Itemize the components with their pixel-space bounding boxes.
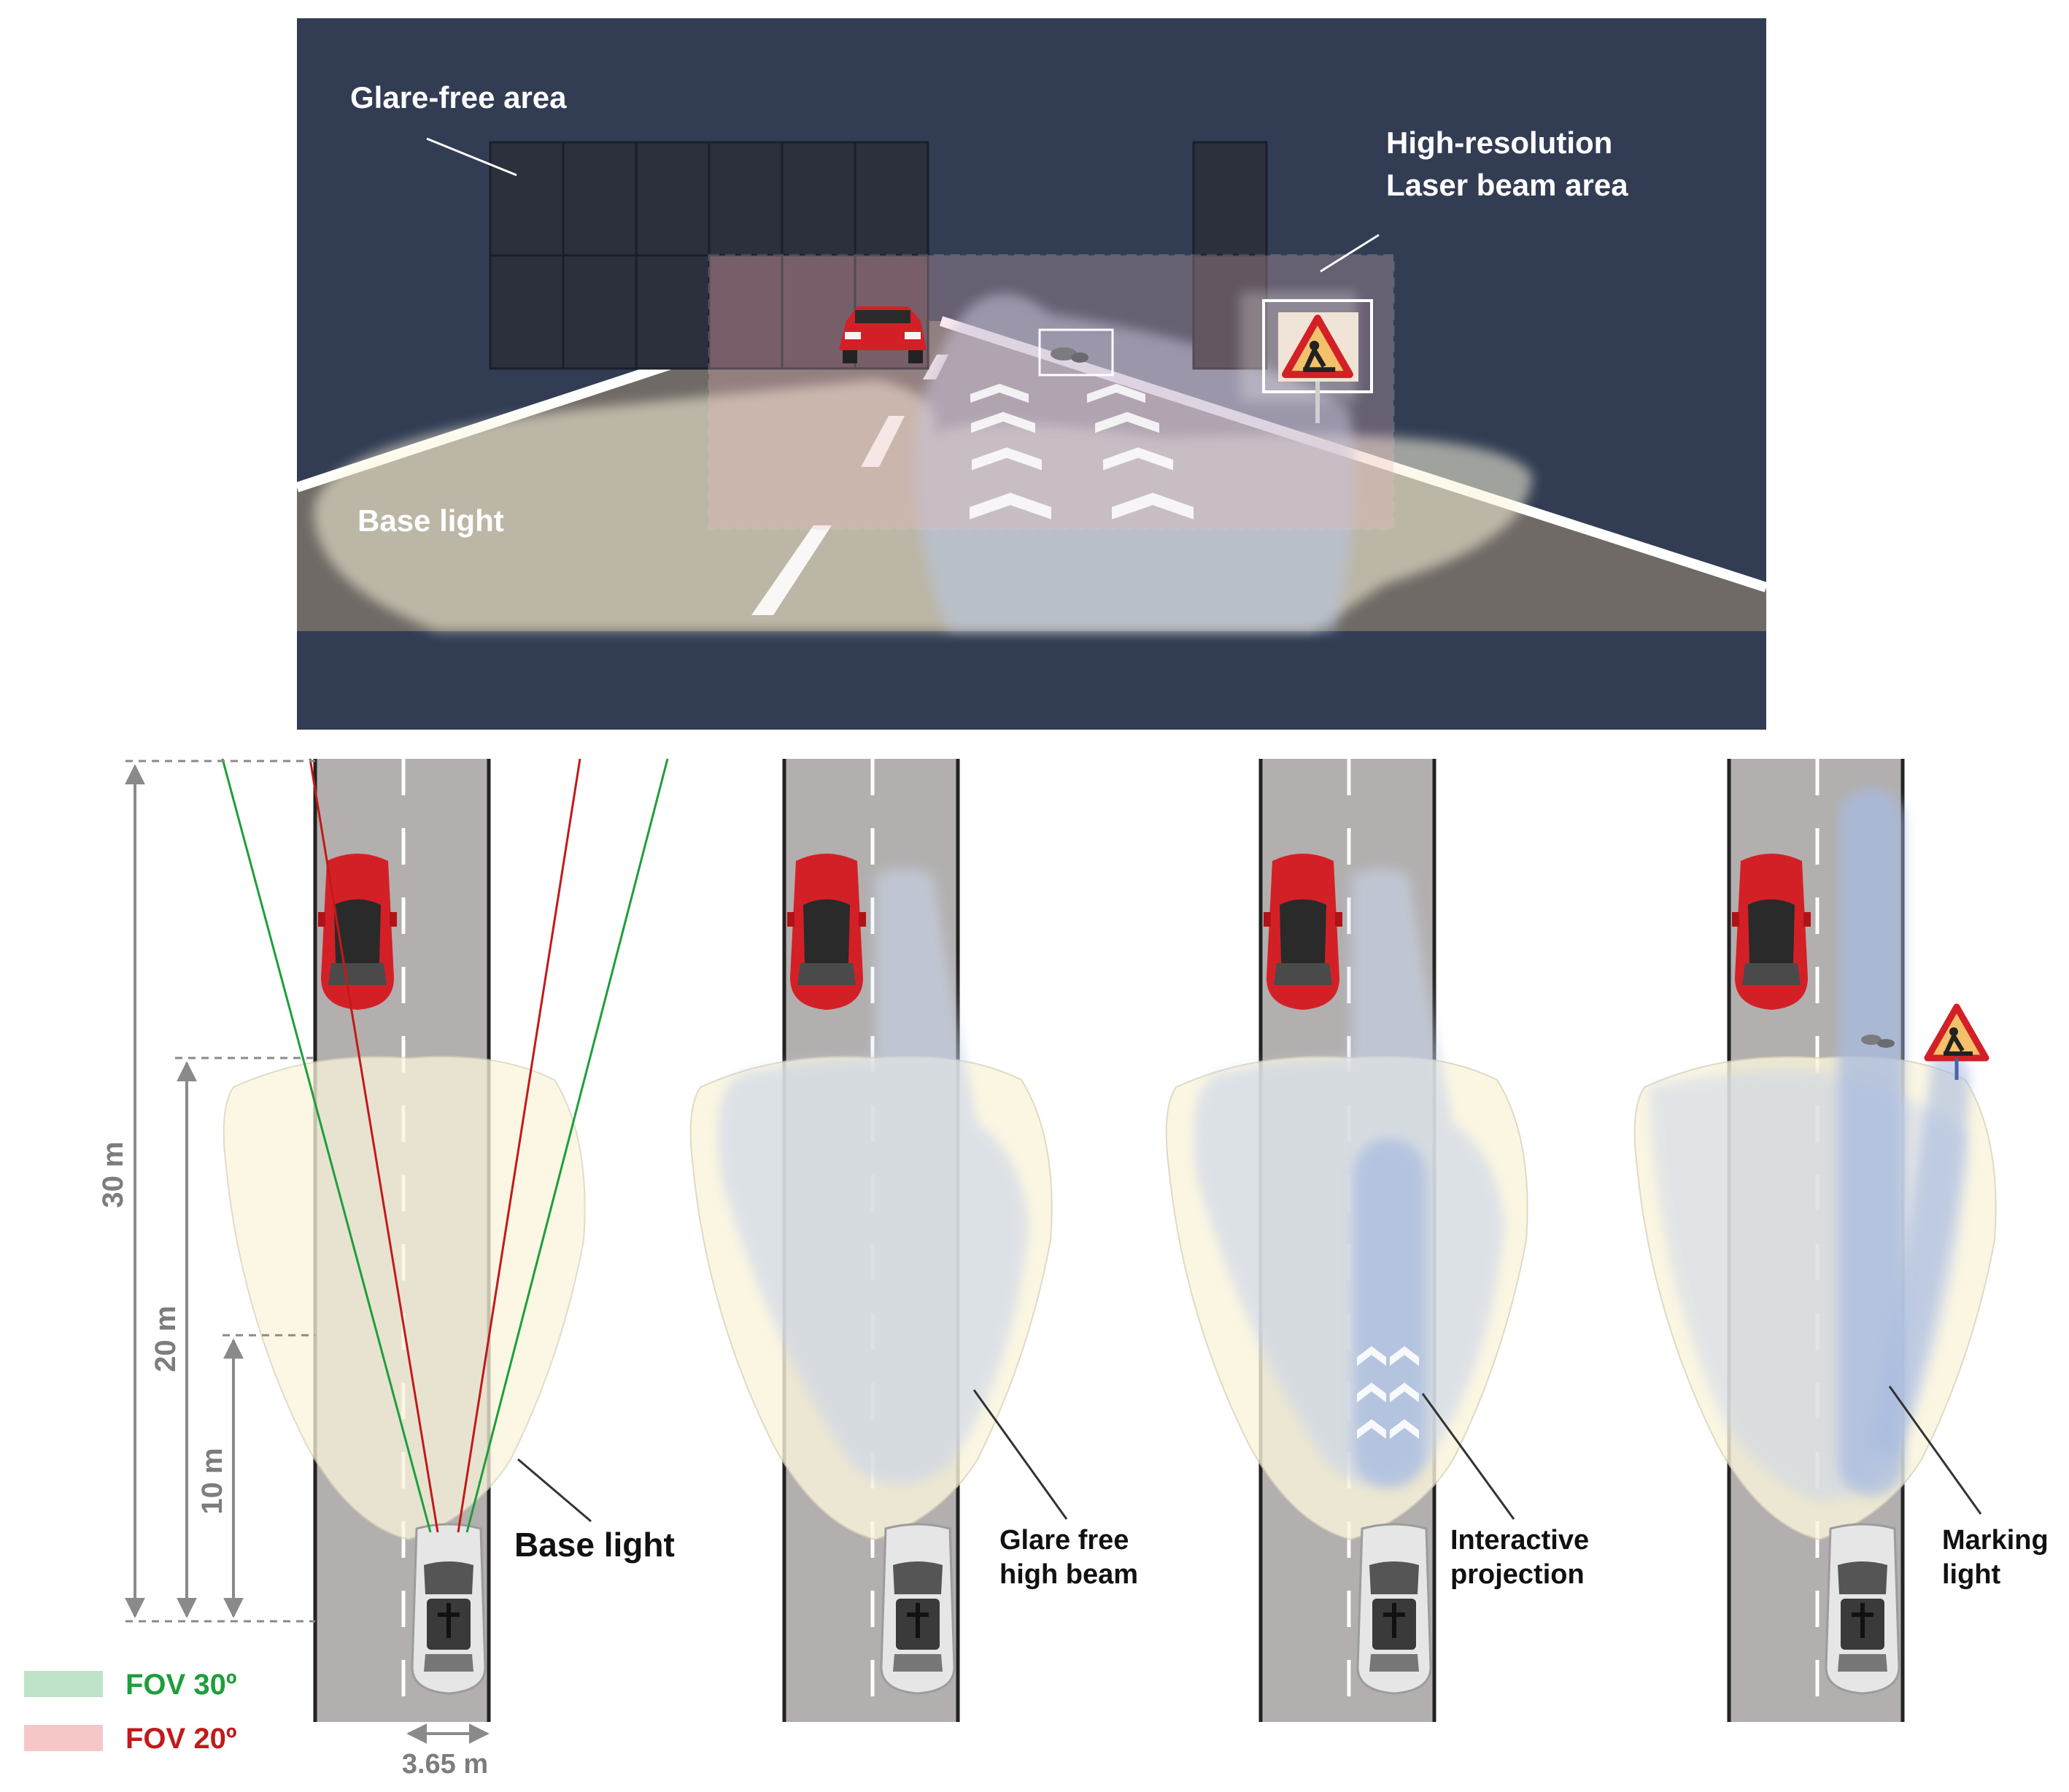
dim-10m: 10 m [196, 1448, 228, 1514]
fov-30-lines [221, 758, 669, 1533]
laser-label-2: Laser beam area [1386, 168, 1628, 202]
marking-rocks [1861, 1035, 1895, 1048]
legend-label-fov20: FOV 20º [125, 1723, 236, 1755]
panel-4-label-2: light [1942, 1559, 2001, 1590]
glare-free-grid [489, 141, 1268, 370]
distance-dimensions: 30 m 20 m 10 m 3.65 m [97, 760, 490, 1780]
obstacle-rocks [1038, 328, 1114, 376]
legend-swatch-fov30 [24, 1671, 103, 1697]
dim-30m: 30 m [97, 1141, 129, 1208]
panel-interactive-projection [1165, 759, 1528, 1722]
panel-marking-light [1633, 759, 1997, 1722]
legend-swatch-fov20 [24, 1725, 103, 1751]
panel-1-label: Base light [514, 1526, 675, 1564]
legend-label-fov30: FOV 30º [125, 1669, 236, 1701]
warning-sign [1240, 292, 1373, 423]
panel-2-label-2: high beam [999, 1559, 1138, 1590]
glare-free-label: Glare-free area [350, 80, 567, 115]
panel-3-label-2: projection [1450, 1559, 1585, 1590]
panel-3-label-1: Interactive [1450, 1525, 1589, 1556]
panel-2-label-1: Glare free [999, 1525, 1129, 1556]
dim-lane-width: 3.65 m [402, 1749, 488, 1780]
dim-20m: 20 m [150, 1305, 182, 1372]
laser-label-1: High-resolution [1386, 125, 1612, 160]
panel-glare-free-high-beam [689, 759, 1068, 1722]
fov-20-lines [309, 758, 581, 1533]
panel-base-light [221, 758, 669, 1722]
top-night-scene: Glare-free area High-resolution Laser be… [295, 18, 1768, 730]
fov-legend: FOV 30º FOV 20º [24, 1669, 236, 1755]
marking-sign [1927, 1007, 1986, 1080]
base-light-label-top: Base light [357, 503, 504, 538]
oncoming-car [839, 306, 927, 363]
panel-4-label-1: Marking [1942, 1525, 2049, 1556]
